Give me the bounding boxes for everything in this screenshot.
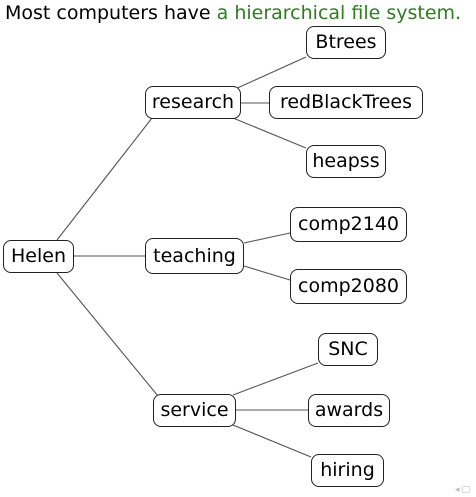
node-heapss[interactable]: heapss bbox=[306, 145, 386, 178]
slide-heading: Most computers have a hierarchical file … bbox=[5, 0, 461, 26]
node-root[interactable]: Helen bbox=[3, 240, 74, 273]
node-btrees[interactable]: Btrees bbox=[306, 26, 386, 59]
node-snc[interactable]: SNC bbox=[318, 333, 378, 366]
node-hiring[interactable]: hiring bbox=[311, 454, 384, 487]
node-teaching[interactable]: teaching bbox=[145, 238, 244, 274]
heading-highlight: a hierarchical file system. bbox=[216, 2, 462, 24]
edge-service-hiring bbox=[232, 424, 312, 458]
node-comp2080[interactable]: comp2080 bbox=[290, 269, 407, 304]
square-icon[interactable]: □ bbox=[461, 485, 472, 495]
heading-prefix: Most computers have bbox=[5, 2, 217, 24]
triangle-left-icon[interactable]: ◂ bbox=[454, 485, 462, 495]
node-service[interactable]: service bbox=[153, 394, 236, 427]
node-redblacktrees[interactable]: redBlackTrees bbox=[269, 86, 423, 119]
edge-service-snc bbox=[232, 362, 319, 396]
edge-teaching-comp2140 bbox=[243, 232, 291, 244]
node-research[interactable]: research bbox=[145, 86, 241, 119]
edge-teaching-comp2080 bbox=[243, 265, 291, 281]
node-awards[interactable]: awards bbox=[308, 394, 390, 427]
node-comp2140[interactable]: comp2140 bbox=[290, 207, 407, 242]
edge-research-heapss bbox=[232, 117, 307, 149]
edge-helen-service bbox=[56, 272, 159, 397]
slide-nav[interactable]: ◂□ bbox=[455, 485, 472, 495]
edge-helen-research bbox=[56, 117, 153, 241]
edge-research-btrees bbox=[232, 56, 307, 91]
